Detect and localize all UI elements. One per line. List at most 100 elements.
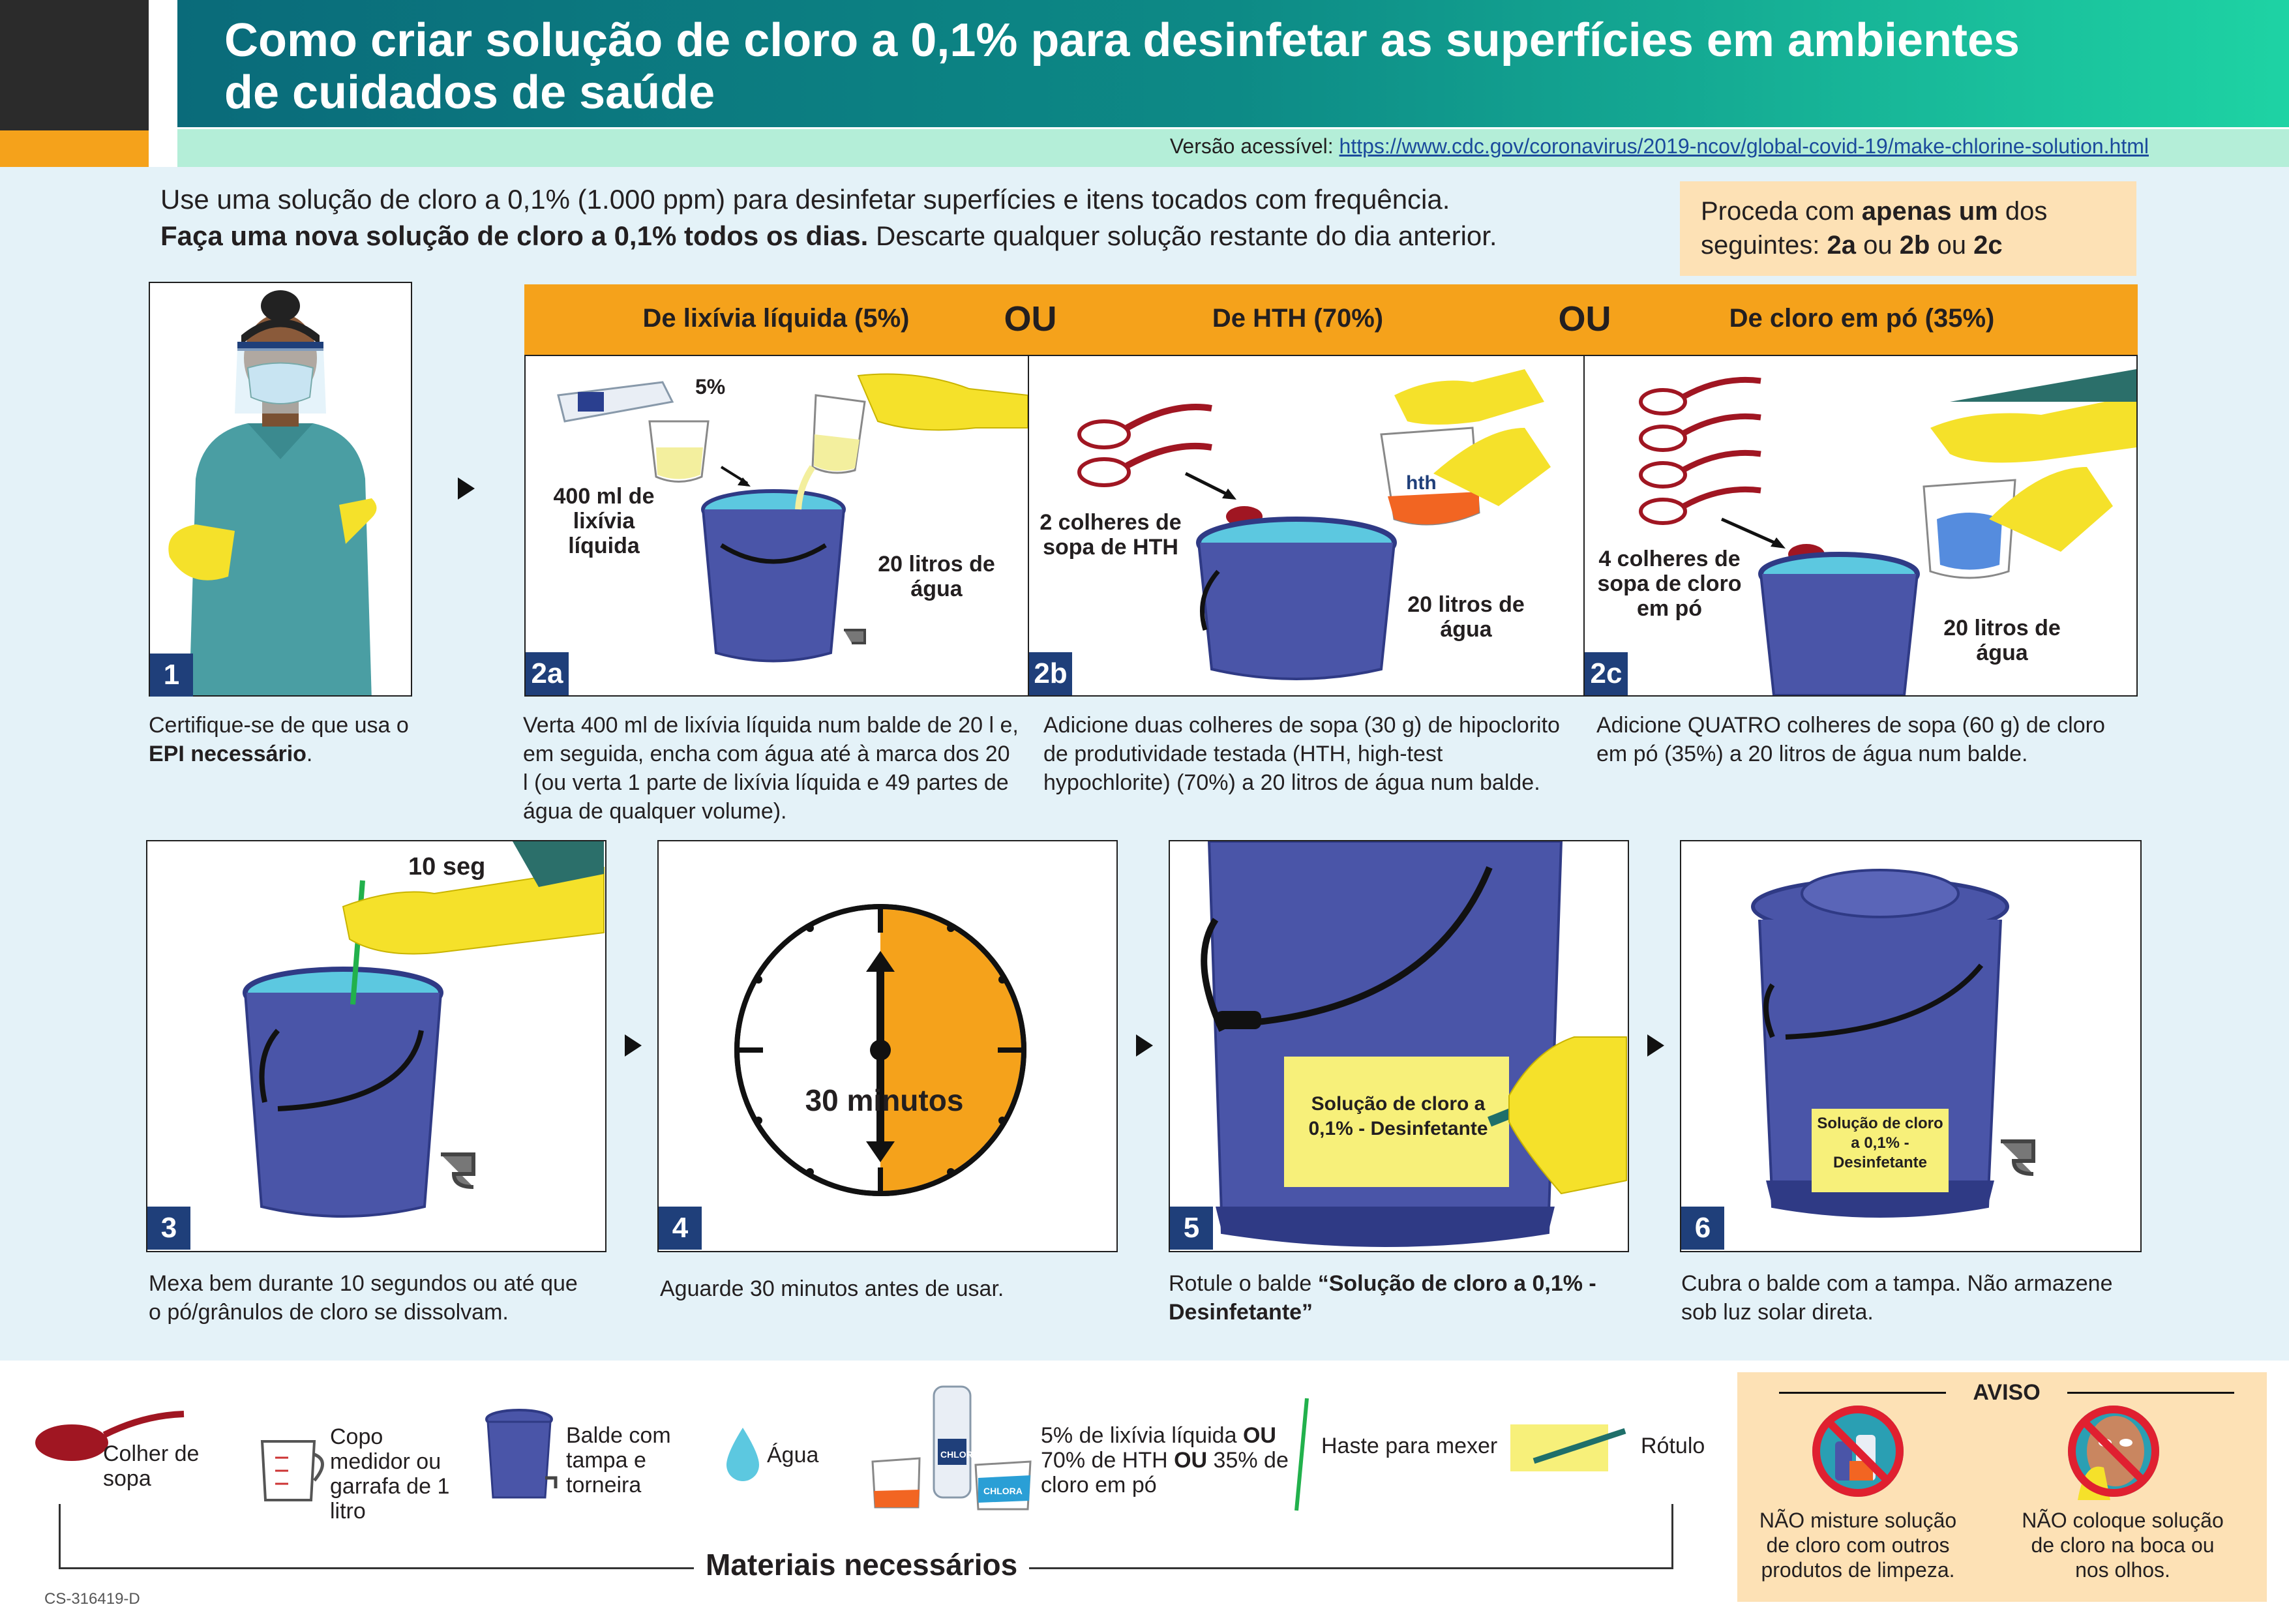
step-5-caption-bold: “Solução de cloro a 0,1% - Desinfetante” (1169, 1271, 1596, 1325)
step-1-number: 1 (150, 654, 193, 697)
step-6-number: 6 (1681, 1207, 1724, 1250)
step-2a-water-label: 20 litros de água (878, 552, 995, 601)
step-1-caption-pre: Certifique-se de que usa o (149, 713, 409, 738)
stir-stick-icon (1289, 1396, 1315, 1513)
warning-rule-left (1779, 1392, 1946, 1394)
step-2a-number: 2a (526, 652, 569, 695)
powder-bucket-illustration (1639, 369, 2136, 695)
no-mouth-eyes-icon (2065, 1402, 2162, 1500)
step-1-panel: 1 (149, 282, 412, 697)
step-2b-caption: Adicione duas colheres de sopa (30 g) de… (1043, 713, 1560, 795)
step-3-timer-label: 10 seg (408, 853, 486, 880)
material-stick-label: Haste para mexer (1321, 1434, 1498, 1458)
step-4-panel: 30 minutos 4 (657, 840, 1118, 1252)
step-6-bucket-label: Solução de cloro a 0,1% - Desinfetante (1817, 1115, 1943, 1171)
hth-bucket-illustration (1077, 369, 1551, 680)
step-1-caption-post: . (306, 742, 313, 766)
note-opt-a: 2a (1827, 231, 1856, 260)
no-mixing-icon (1809, 1402, 1907, 1500)
step-4-caption: Aguarde 30 minutos antes de usar. (660, 1276, 1004, 1301)
material-chemicals-label: 5% de lixívia líquida OU 70% de HTH OU 3… (1041, 1423, 1302, 1497)
water-drop-icon (720, 1424, 766, 1483)
step-2a-panel: 5% 400 ml de lixívia líquida 20 litros d… (524, 355, 1029, 697)
intro-line-1: Use uma solução de cloro a 0,1% (1.000 p… (160, 184, 1450, 215)
step-2a-percent: 5% (695, 375, 726, 398)
bucket-with-lid-icon (480, 1406, 558, 1504)
step-5-caption: Rotule o balde “Solução de cloro a 0,1% … (1169, 1269, 1625, 1327)
step-2a-caption: Verta 400 ml de lixívia líquida num bald… (523, 713, 1019, 824)
step-2b-spoons-label: 2 colheres de sopa de HTH (1040, 510, 1182, 560)
title-bar (177, 0, 2289, 127)
or-word-1: OU (1004, 299, 1057, 338)
accessible-version: Versão acessível: https://www.cdc.gov/co… (1170, 134, 2149, 158)
accessible-version-label: Versão acessível: (1169, 134, 1334, 158)
option-b-title: De HTH (70%) (1212, 304, 1384, 333)
footer-code: CS-316419-D (44, 1590, 140, 1608)
arrow-icon (1136, 1034, 1153, 1057)
note-pre: Proceda com (1701, 197, 1862, 226)
step-5-number: 5 (1170, 1207, 1213, 1250)
chem-or-2: OU (1174, 1448, 1208, 1473)
intro-text: Use uma solução de cloro a 0,1% (1.000 p… (160, 181, 1660, 254)
chemicals-icon (867, 1380, 1037, 1511)
note-or-2: ou (1930, 231, 1974, 260)
material-spoon-label: Colher de sopa (103, 1441, 200, 1491)
chem-part-3: 35% de cloro em pó (1041, 1448, 1289, 1497)
hth-tub-brand: hth (1406, 472, 1437, 494)
material-cup-label: Copo medidor ou garrafa de 1 litro (330, 1424, 450, 1524)
step-3-panel: 10 seg 3 (146, 840, 606, 1252)
note-text: Proceda com apenas um dos seguintes: 2a … (1701, 194, 2131, 262)
arrow-icon (625, 1034, 642, 1057)
chem-or-1: OU (1242, 1423, 1276, 1448)
materials-heading: Materiais necessários (694, 1547, 1030, 1582)
warning-rule-right (2067, 1392, 2234, 1394)
step-6-caption: Cubra o balde com a tampa. Não armazene … (1681, 1271, 2113, 1325)
corner-orange-block (0, 130, 149, 167)
intro-line-2: Faça uma nova solução de cloro a 0,1% to… (160, 218, 1660, 254)
option-a-title: De lixívia líquida (5%) (642, 304, 910, 333)
or-word-2: OU (1558, 299, 1611, 338)
title-line-2: de cuidados de saúde (224, 67, 715, 119)
accessible-version-bar (177, 129, 2289, 167)
clock-30-minutes-illustration (734, 904, 1026, 1196)
measuring-cup-icon (249, 1435, 327, 1507)
note-or-1: ou (1855, 231, 1900, 260)
bleach-bucket-illustration (557, 373, 1028, 663)
step-3-caption: Mexa bem durante 10 segundos ou até que … (149, 1271, 578, 1325)
labeling-bucket-illustration (1201, 841, 1627, 1247)
title-line-1: Como criar solução de cloro a 0,1% para … (224, 14, 2020, 67)
covered-bucket-illustration (1751, 869, 2035, 1218)
arrow-icon (1647, 1034, 1664, 1057)
step-1-caption: Certifique-se de que usa o EPI necessári… (149, 711, 423, 768)
step-1-caption-bold: EPI necessário (149, 742, 307, 766)
step-3-number: 3 (147, 1207, 190, 1250)
note-box (1680, 181, 2136, 276)
intro-rest: Descarte qualquer solução restante do di… (868, 220, 1497, 251)
material-water-label: Água (767, 1443, 819, 1467)
chem-part-1: 5% de lixívia líquida (1041, 1423, 1243, 1448)
warning-no-mouth: NÃO coloque solução de cloro na boca ou … (2022, 1509, 2224, 1582)
note-opt-c: 2c (1973, 231, 2003, 260)
step-5-panel: Solução de cloro a 0,1% - Desinfetante 5 (1169, 840, 1629, 1252)
accessible-version-link[interactable]: https://www.cdc.gov/coronavirus/2019-nco… (1339, 134, 2149, 158)
material-label-label: Rótulo (1641, 1434, 1705, 1458)
step-2c-water-label: 20 litros de água (1943, 616, 2061, 665)
options-header-bar (524, 284, 2138, 355)
page-title: Como criar solução de cloro a 0,1% para … (224, 14, 2246, 119)
step-2c-caption: Adicione QUATRO colheres de sopa (60 g) … (1596, 713, 2105, 766)
step-2b-water-label: 20 litros de água (1407, 592, 1525, 642)
step-2b-number: 2b (1029, 652, 1072, 695)
arrow-icon (458, 477, 475, 500)
intro-bold: Faça uma nova solução de cloro a 0,1% to… (160, 220, 869, 251)
step-5-caption-pre: Rotule o balde (1169, 1271, 1318, 1296)
step-2c-panel: 4 colheres de sopa de cloro em pó 20 lit… (1583, 355, 2138, 697)
step-4-number: 4 (659, 1207, 702, 1250)
chem-part-2: 70% de HTH (1041, 1448, 1174, 1473)
tub-brand-label: CHLORA (983, 1486, 1023, 1496)
step-2c-number: 2c (1585, 652, 1628, 695)
bottle-brand-label: CHLORA (940, 1449, 980, 1460)
stirring-bucket-illustration (243, 841, 605, 1218)
corner-dark-block (0, 0, 149, 130)
step-2a-bleach-label: 400 ml de lixívia líquida (553, 484, 655, 558)
